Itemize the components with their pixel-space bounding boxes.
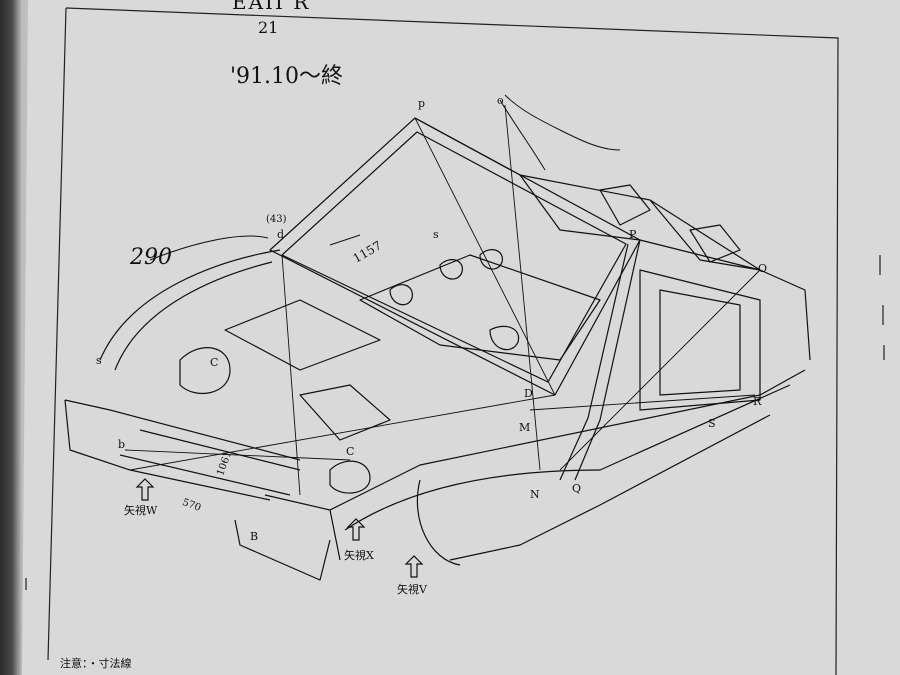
page-number: 21 bbox=[258, 18, 279, 37]
point-label-b: b bbox=[118, 438, 126, 451]
point-label-d: d bbox=[277, 228, 285, 241]
paper-sheet bbox=[22, 0, 900, 675]
point-label-D: D bbox=[524, 387, 533, 400]
point-label-P: P bbox=[629, 228, 637, 241]
point-label-R: R bbox=[753, 395, 762, 408]
point-label-S: S bbox=[708, 417, 716, 430]
point-label-s-upper: s bbox=[433, 228, 439, 241]
point-label-M: M bbox=[519, 421, 531, 434]
model-code: EAII R bbox=[232, 0, 311, 14]
point-label-O: O bbox=[758, 262, 768, 275]
dimension-290: 290 bbox=[130, 245, 172, 270]
view-arrows bbox=[135, 478, 424, 578]
view-label-v: 矢視V bbox=[397, 583, 427, 596]
point-label-c-left: C bbox=[210, 356, 219, 369]
dimension-43: (43) bbox=[266, 214, 287, 225]
frame-border-left bbox=[47, 7, 67, 661]
point-label-p: p bbox=[418, 97, 426, 110]
footer-note: 注意：・寸法線 bbox=[60, 657, 132, 670]
view-label-x: 矢視X bbox=[344, 549, 374, 562]
point-label-Q: Q bbox=[572, 482, 582, 495]
point-label-N: N bbox=[530, 488, 540, 501]
car-body-drawing bbox=[64, 104, 811, 581]
handwritten-date: '91.10～終 bbox=[230, 64, 344, 89]
point-label-s-left: s bbox=[96, 354, 102, 367]
edge-marks bbox=[25, 255, 885, 590]
point-label-o: o bbox=[497, 94, 504, 107]
frame-border bbox=[65, 7, 839, 675]
view-label-w: 矢視W bbox=[124, 504, 158, 517]
handwritten-strokes bbox=[149, 94, 621, 261]
point-label-B: B bbox=[250, 530, 259, 543]
point-label-c-center: C bbox=[346, 445, 355, 458]
